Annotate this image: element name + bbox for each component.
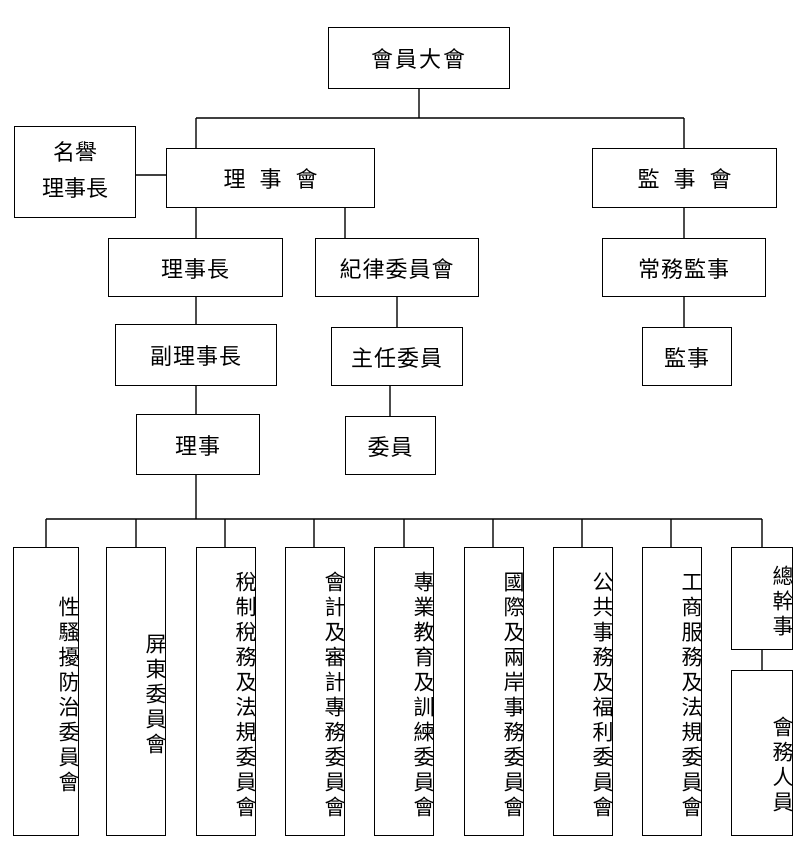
supervisor-box: 監事 xyxy=(642,327,732,386)
committee-tax-and-regulations: 稅制稅務及法規委員會 xyxy=(196,547,257,836)
chairman-box: 理事長 xyxy=(108,238,283,297)
committee-pingtung: 屏東委員會 xyxy=(106,547,167,836)
vice-chairman-box: 副理事長 xyxy=(115,324,277,386)
committee-business-services-regulations: 工商服務及法規委員會 xyxy=(642,547,703,836)
committee-accounting-and-audit: 會計及審計專務委員會 xyxy=(285,547,346,836)
secretary-general-box: 總幹事 xyxy=(731,547,794,650)
board-of-supervisors-box: 監事會 xyxy=(592,148,777,208)
board-of-directors-box: 理事會 xyxy=(166,148,375,208)
members-assembly-box: 會員大會 xyxy=(328,27,510,89)
committee-international-cross-strait: 國際及兩岸事務委員會 xyxy=(464,547,525,836)
director-box: 理事 xyxy=(136,414,260,475)
committee-education-and-training: 專業教育及訓練委員會 xyxy=(374,547,435,836)
committee-public-affairs-welfare: 公共事務及福利委員會 xyxy=(553,547,614,836)
commissioner-box: 委員 xyxy=(345,416,436,475)
standing-supervisor-box: 常務監事 xyxy=(602,238,766,297)
committee-sexual-harassment-prevention: 性騷擾防治委員會 xyxy=(13,547,80,836)
discipline-committee-box: 紀律委員會 xyxy=(315,238,479,297)
chief-commissioner-box: 主任委員 xyxy=(331,327,463,386)
staff-box: 會務人員 xyxy=(731,670,794,836)
honorary-chairman-box: 名譽 理事長 xyxy=(14,126,136,218)
